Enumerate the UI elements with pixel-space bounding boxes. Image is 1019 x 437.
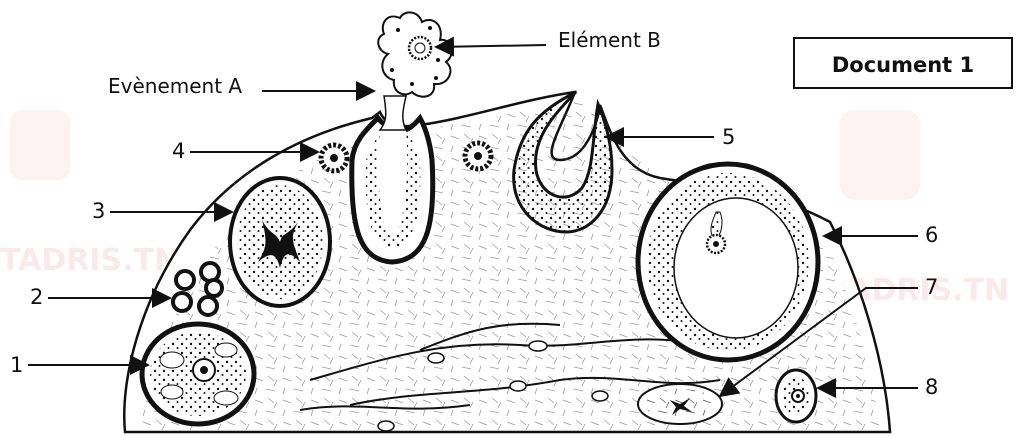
- watermark-left: TADRIS.TN: [0, 243, 179, 278]
- watermark-robot-right: [840, 110, 920, 200]
- label-number-8: 8: [925, 375, 938, 399]
- label-number-6: 6: [925, 223, 938, 247]
- document-title: Document 1: [832, 53, 974, 77]
- vessel-section: [592, 391, 608, 401]
- watermark-robot-left: [10, 110, 70, 180]
- structure-1-follicle: [142, 324, 254, 424]
- label-number-7: 7: [925, 275, 938, 299]
- vessel-section: [529, 341, 547, 351]
- vessel-section: [378, 421, 394, 431]
- vessel-section: [428, 353, 444, 363]
- label-number-1: 1: [10, 353, 23, 377]
- label-element-b: Elément B: [558, 28, 661, 52]
- label-number-4: 4: [172, 139, 185, 163]
- structure-7-corpus-albicans: [638, 384, 722, 424]
- structure-6-mature-follicle: [638, 164, 818, 360]
- structure-3-corpus-luteum: [230, 178, 330, 306]
- structure-8-follicle: [776, 370, 816, 422]
- label-number-3: 3: [92, 199, 105, 223]
- pointer-element-b: [436, 45, 546, 47]
- label-event-a: Evènement A: [108, 74, 242, 98]
- vessel-section: [510, 381, 526, 391]
- label-number-5: 5: [722, 125, 735, 149]
- document-title-box: Document 1: [794, 38, 1012, 88]
- label-number-2: 2: [30, 285, 43, 309]
